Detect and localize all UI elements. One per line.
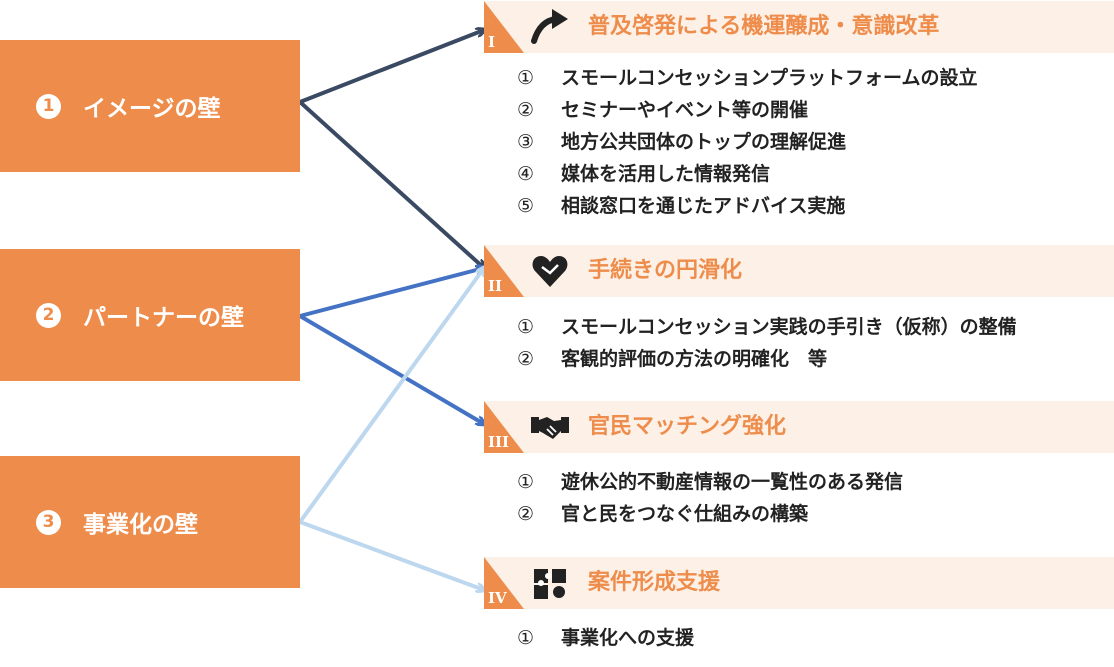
wall-number-badge: 2: [36, 302, 61, 328]
list-item: ① 遊休公的不動産情報の一覧性のある発信: [517, 466, 903, 498]
item-text: 官と民をつなぐ仕組みの構築: [561, 503, 809, 525]
item-mark: ②: [517, 503, 535, 525]
section-roman-numeral: I: [488, 33, 496, 51]
item-text: 地方公共団体のトップの理解促進: [561, 131, 847, 153]
section-header-1: I 普及啓発による機運醸成・意識改革: [484, 1, 1114, 53]
section-roman-numeral: II: [488, 277, 503, 295]
item-mark: ②: [517, 348, 535, 370]
item-mark: ④: [517, 163, 535, 185]
list-item: ② セミナーやイベント等の開催: [517, 94, 977, 126]
wall-label: パートナーの壁: [83, 305, 244, 331]
section-items-4: ① 事業化への支援: [517, 622, 694, 654]
arrow-wall2-to-section2: [299, 268, 484, 318]
arrow-wall2-to-section3: [298, 314, 484, 424]
section-title: 案件形成支援: [588, 570, 721, 595]
puzzle-icon: [534, 569, 566, 599]
section-header-2: II 手続きの円滑化: [484, 245, 1114, 297]
item-mark: ①: [517, 471, 535, 493]
list-item: ② 客観的評価の方法の明確化 等: [517, 343, 1017, 375]
item-text: 相談窓口を通じたアドバイス実施: [561, 195, 846, 217]
item-text: 遊休公的不動産情報の一覧性のある発信: [561, 471, 904, 493]
heart-hands-icon: [532, 256, 568, 287]
item-mark: ①: [517, 627, 535, 649]
wall-number-badge: 1: [36, 93, 61, 119]
item-mark: ①: [517, 316, 535, 338]
section-corner-triangle: [484, 557, 524, 609]
section-title: 普及啓発による機運醸成・意識改革: [588, 14, 940, 39]
section-corner-triangle: [484, 401, 524, 453]
arrow-wall1-to-section2: [298, 100, 484, 268]
section-title: 手続きの円滑化: [588, 258, 743, 283]
section-corner-triangle: [484, 1, 524, 53]
list-item: ⑤ 相談窓口を通じたアドバイス実施: [517, 190, 977, 222]
section-roman-numeral: IV: [488, 589, 507, 607]
wall-image: 1 イメージの壁: [0, 40, 300, 172]
list-item: ④ 媒体を活用した情報発信: [517, 158, 977, 190]
arrow-wall3-to-section4: [299, 520, 484, 590]
wall-partner: 2 パートナーの壁: [0, 249, 300, 381]
arrow-wall3-to-section2: [298, 268, 484, 524]
wall-number-badge: 3: [36, 509, 61, 535]
section-corner-triangle: [484, 245, 524, 297]
wall-label: イメージの壁: [83, 96, 221, 122]
section-roman-numeral: III: [488, 433, 510, 451]
item-text: 事業化への支援: [561, 627, 695, 649]
list-item: ② 官と民をつなぐ仕組みの構築: [517, 498, 903, 530]
section-title: 官民マッチング強化: [588, 414, 787, 439]
item-mark: ③: [517, 131, 535, 153]
item-mark: ①: [517, 67, 535, 89]
handshake-icon: [531, 417, 569, 439]
section-items-3: ① 遊休公的不動産情報の一覧性のある発信 ② 官と民をつなぐ仕組みの構築: [517, 466, 903, 530]
item-text: 媒体を活用した情報発信: [561, 163, 771, 185]
list-item: ① スモールコンセッション実践の手引き（仮称）の整備: [517, 311, 1017, 343]
item-text: スモールコンセッションプラットフォームの設立: [561, 67, 978, 89]
wall-business: 3 事業化の壁: [0, 456, 300, 588]
item-mark: ⑤: [517, 195, 535, 217]
list-item: ① 事業化への支援: [517, 622, 694, 654]
item-mark: ②: [517, 99, 535, 121]
section-items-2: ① スモールコンセッション実践の手引き（仮称）の整備 ② 客観的評価の方法の明確化 …: [517, 311, 1017, 375]
section-header-4: IV 案件形成支援: [484, 557, 1114, 609]
curved-arrow-up-icon: [531, 9, 568, 44]
wall-label: 事業化の壁: [83, 512, 198, 538]
section-items-1: ① スモールコンセッションプラットフォームの設立 ② セミナーやイベント等の開催 ③…: [517, 62, 977, 222]
item-text: 客観的評価の方法の明確化 等: [561, 348, 828, 370]
arrow-wall1-to-section1: [299, 30, 484, 104]
list-item: ③ 地方公共団体のトップの理解促進: [517, 126, 977, 158]
list-item: ① スモールコンセッションプラットフォームの設立: [517, 62, 977, 94]
item-text: スモールコンセッション実践の手引き（仮称）の整備: [561, 316, 1017, 338]
section-header-3: III 官民マッチング強化: [484, 401, 1114, 453]
item-text: セミナーやイベント等の開催: [561, 99, 809, 121]
